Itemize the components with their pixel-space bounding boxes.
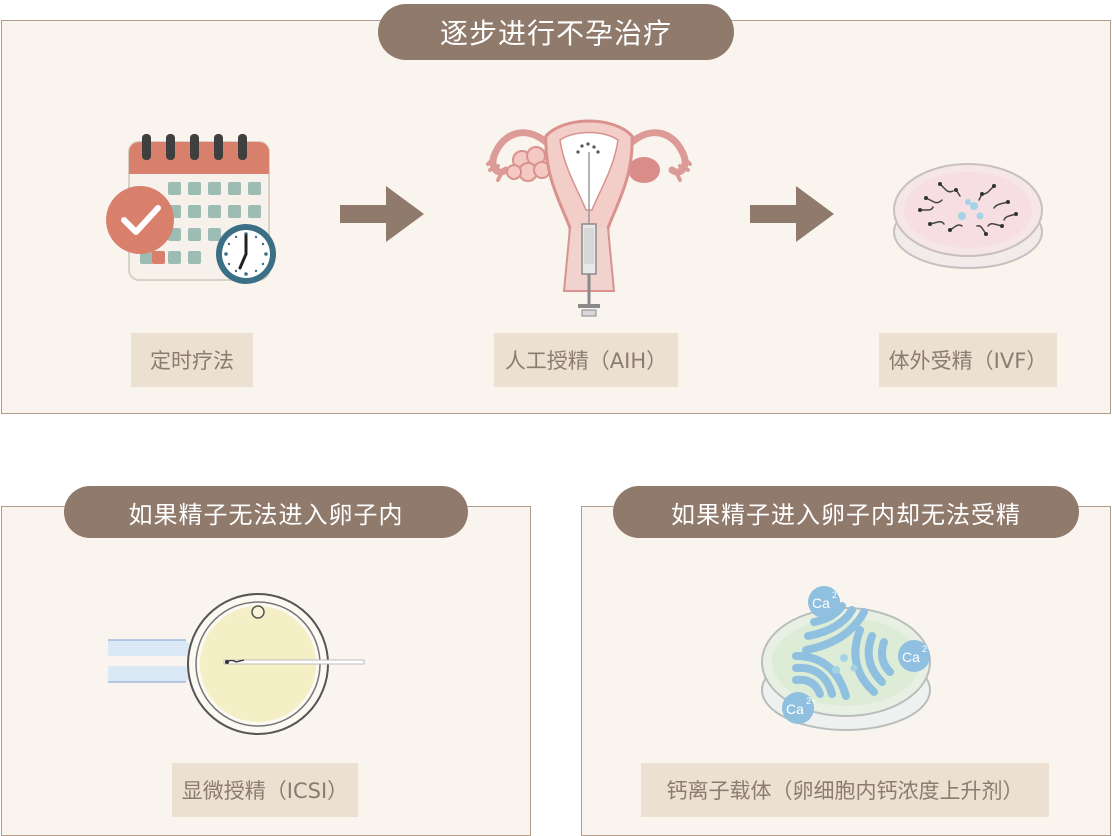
top-section-title: 逐步进行不孕治疗 [378,4,734,60]
uterus-insemination-icon [486,119,692,317]
svg-text:2+: 2+ [806,696,816,706]
right-arrow-icon [340,186,424,242]
icsi-egg-injection-icon [108,593,365,735]
icsi-label: 显微授精（ICSI） [172,763,358,817]
svg-text:2+: 2+ [832,590,842,600]
calcium-petri-dish-icon: Ca 2+ Ca 2+ Ca 2+ [761,586,932,731]
petri-dish-sperm-icon [893,163,1043,269]
right-arrow-icon [750,186,834,242]
icsi-section-title: 如果精子无法进入卵子内 [64,486,468,538]
svg-text:2+: 2+ [922,644,932,654]
step-label-timing: 定时疗法 [131,333,253,387]
step-label-aih: 人工授精（AIH） [494,333,678,387]
calendar-clock-icon [106,134,276,284]
calcium-section-title: 如果精子进入卵子内却无法受精 [613,486,1079,538]
ca-ion-label: Ca [786,701,804,717]
calcium-label: 钙离子载体（卵细胞内钙浓度上升剂） [641,763,1049,817]
step-label-ivf: 体外受精（IVF） [879,333,1057,387]
ca-ion-label: Ca [902,649,920,665]
ca-ion-label: Ca [812,595,830,611]
